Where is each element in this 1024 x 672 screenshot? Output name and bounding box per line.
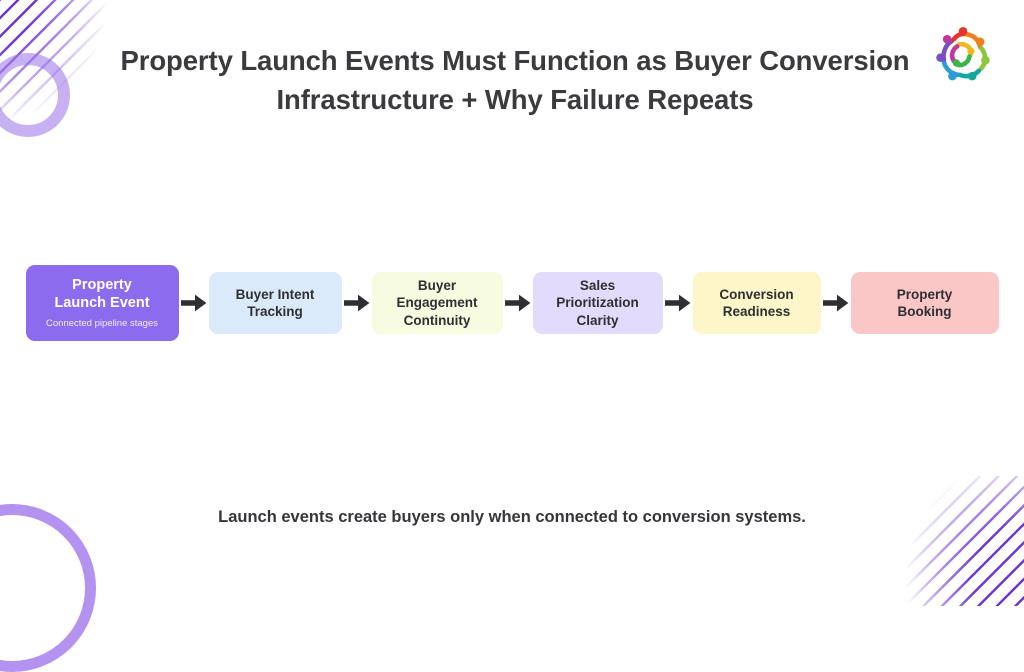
decorative-stripes-bottom-right	[904, 476, 1024, 606]
arrow-right-icon	[503, 292, 533, 314]
decorative-ring-bottom-left	[0, 504, 96, 672]
slide-caption: Launch events create buyers only when co…	[218, 508, 806, 526]
flow-node-subtitle: Connected pipeline stages	[46, 317, 158, 329]
arrow-right-icon	[663, 292, 693, 314]
connected-people-circle-logo-icon	[930, 22, 996, 88]
arrow-right-icon	[821, 292, 851, 314]
arrow-right-icon	[342, 292, 372, 314]
decorative-ring-top-left	[0, 53, 70, 137]
page-title: Property Launch Events Must Function as …	[120, 45, 910, 116]
decorative-stripes-top-left	[0, 0, 106, 116]
arrow-right-icon	[179, 292, 209, 314]
